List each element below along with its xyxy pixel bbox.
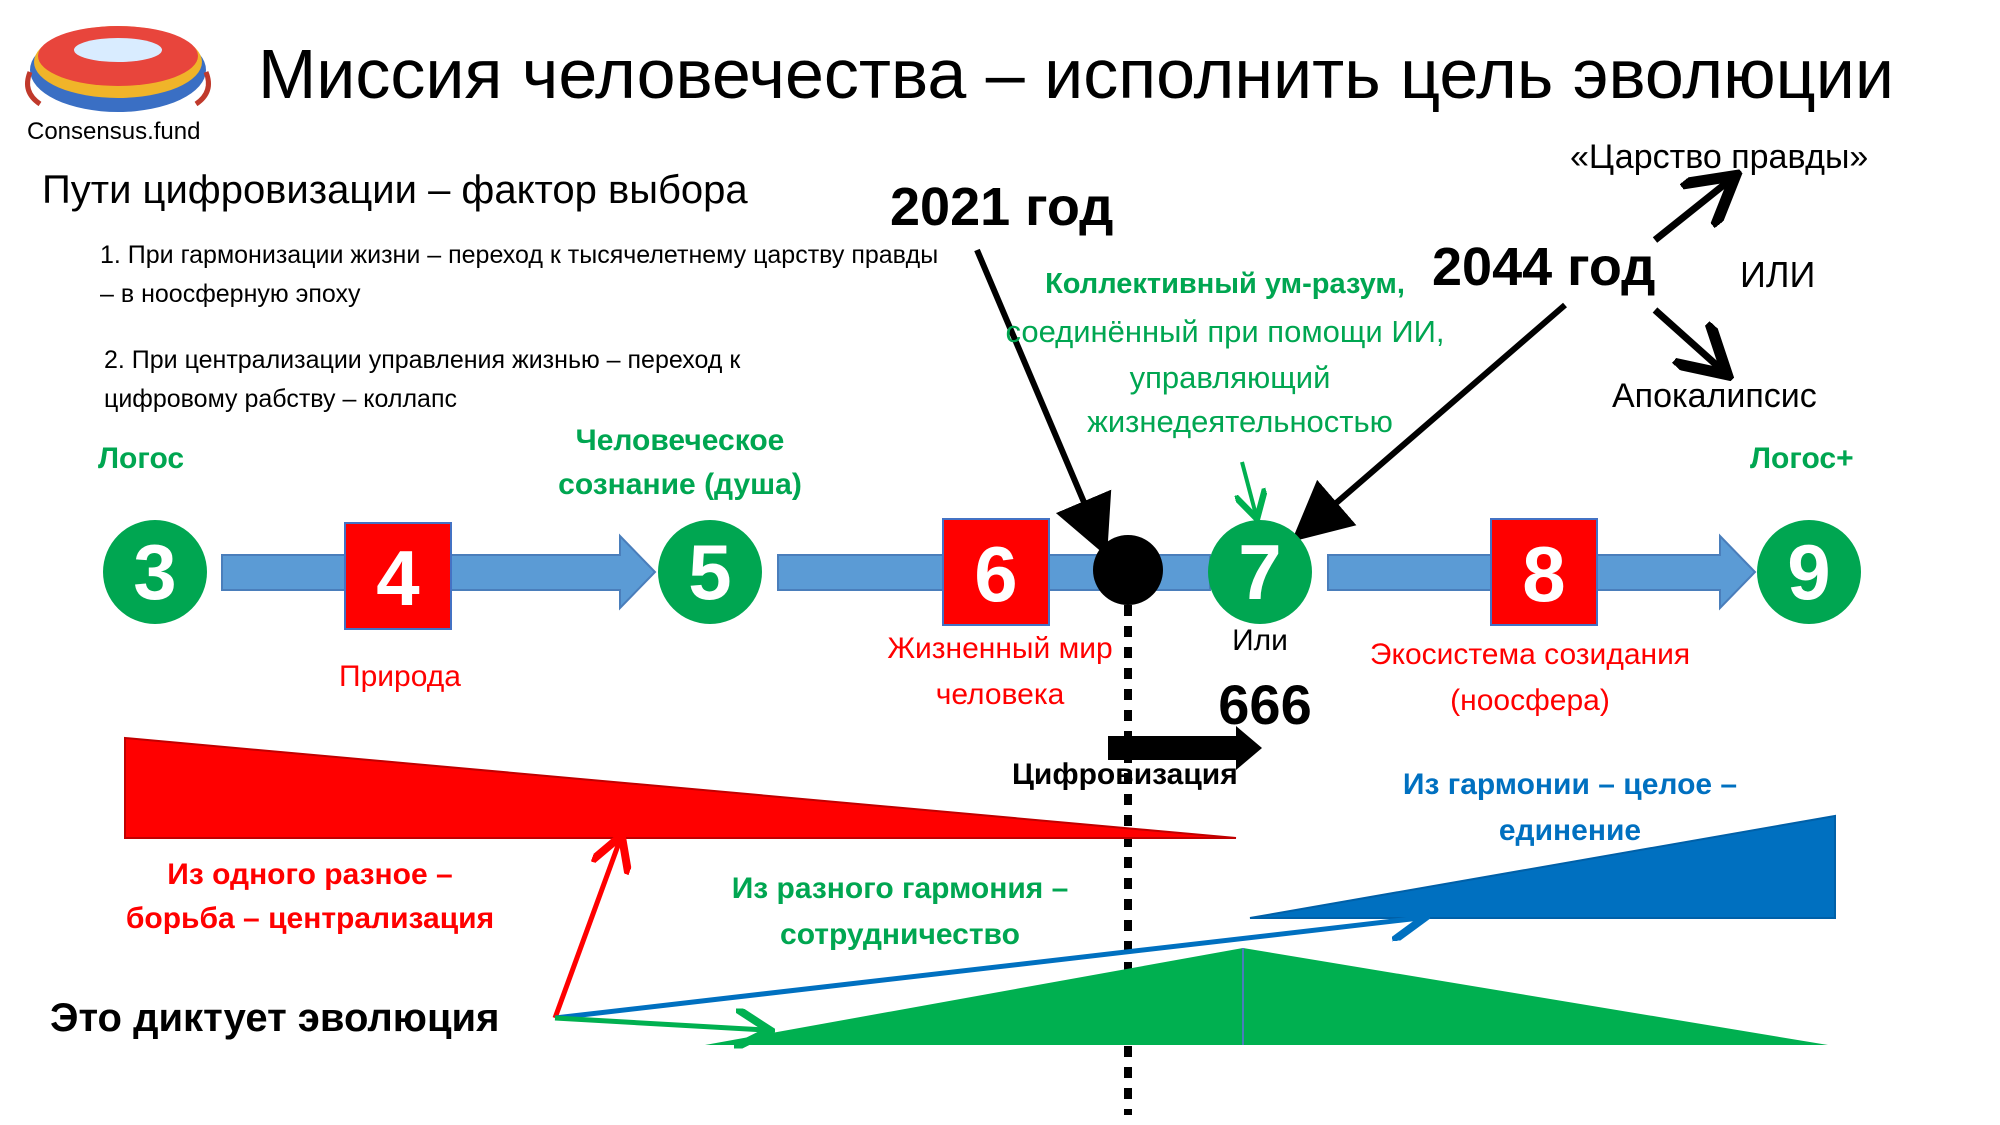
life-world-line-2: человека (935, 678, 1065, 711)
red-wedge-line-1: Из одного разное – (167, 858, 453, 891)
collective-line-1: Коллективный ум-разум, (1045, 268, 1405, 300)
arrow-evolution-green (554, 1018, 765, 1030)
subtitle: Пути цифровизации – фактор выбора (42, 168, 748, 212)
stage-9: 9 (1757, 520, 1861, 624)
year-2044: 2044 год (1432, 237, 1656, 297)
collective-line-3: управляющий (1129, 360, 1331, 395)
stage-7: 7 (1208, 520, 1312, 624)
life-world-line-1: Жизненный мир (887, 632, 1113, 665)
arrow-to-kingdom (1652, 180, 1730, 243)
point-2: 2. При централизации управления жизнью –… (104, 346, 741, 413)
logos-plus-label: Логос+ (1750, 442, 1854, 475)
page-title: Миссия человечества – исполнить цель эво… (258, 35, 1894, 113)
stage-4: 4 (344, 522, 452, 630)
number-666: 666 (1218, 673, 1312, 736)
digitalization-arrow (1108, 726, 1262, 770)
current-point (1093, 535, 1163, 605)
or-label: ИЛИ (1740, 254, 1816, 295)
logo-caption: Consensus.fund (27, 118, 201, 145)
human-consciousness-line-2: сознание (душа) (558, 468, 802, 501)
evolution-label: Это диктует эволюция (50, 996, 500, 1040)
ecosystem-line-2: (ноосфера) (1450, 684, 1610, 717)
kingdom-of-truth: «Царство правды» (1570, 138, 1869, 176)
stage-8: 8 (1490, 518, 1598, 626)
apocalypse: Апокалипсис (1612, 377, 1817, 415)
stage-3: 3 (103, 520, 207, 624)
stage-6: 6 (942, 518, 1050, 626)
ecosystem-line-1: Экосистема созидания (1369, 638, 1691, 671)
green-wedge-line-1: Из разного гармония – (731, 872, 1069, 905)
blue-wedge-line-2: единение (1498, 814, 1642, 847)
arrow-2021 (974, 248, 1112, 557)
green-wedge-line-2: сотрудничество (780, 918, 1020, 951)
collective-line-4: жизнедеятельностью (1087, 404, 1393, 439)
human-consciousness-line-1: Человеческое (575, 424, 785, 457)
arrow-2044 (1291, 302, 1567, 542)
stage-5: 5 (658, 520, 762, 624)
red-wedge-line-2: борьба – централизация (125, 902, 495, 935)
arrow-evolution-blue (554, 918, 1420, 1021)
digitalization-label: Цифровизация (1012, 758, 1238, 791)
point-1: 1. При гармонизации жизни – переход к ты… (100, 241, 939, 308)
blue-wedge-line-1: Из гармонии – целое – (1402, 768, 1738, 801)
blue-wedge (1249, 814, 1836, 919)
or-small-label: Или (1232, 624, 1288, 657)
nature-label: Природа (339, 660, 461, 693)
green-wedge (705, 948, 1828, 1045)
collective-line-2: соединённый при помощи ИИ, (1005, 314, 1445, 349)
year-2021: 2021 год (890, 177, 1114, 237)
logo-icon (25, 26, 211, 112)
red-wedge (124, 736, 1237, 839)
arrow-to-apocalypse (1652, 307, 1722, 370)
arrow-evolution-red (552, 840, 620, 1019)
logos-label: Логос (98, 442, 185, 475)
arrow-collective (1242, 461, 1256, 515)
